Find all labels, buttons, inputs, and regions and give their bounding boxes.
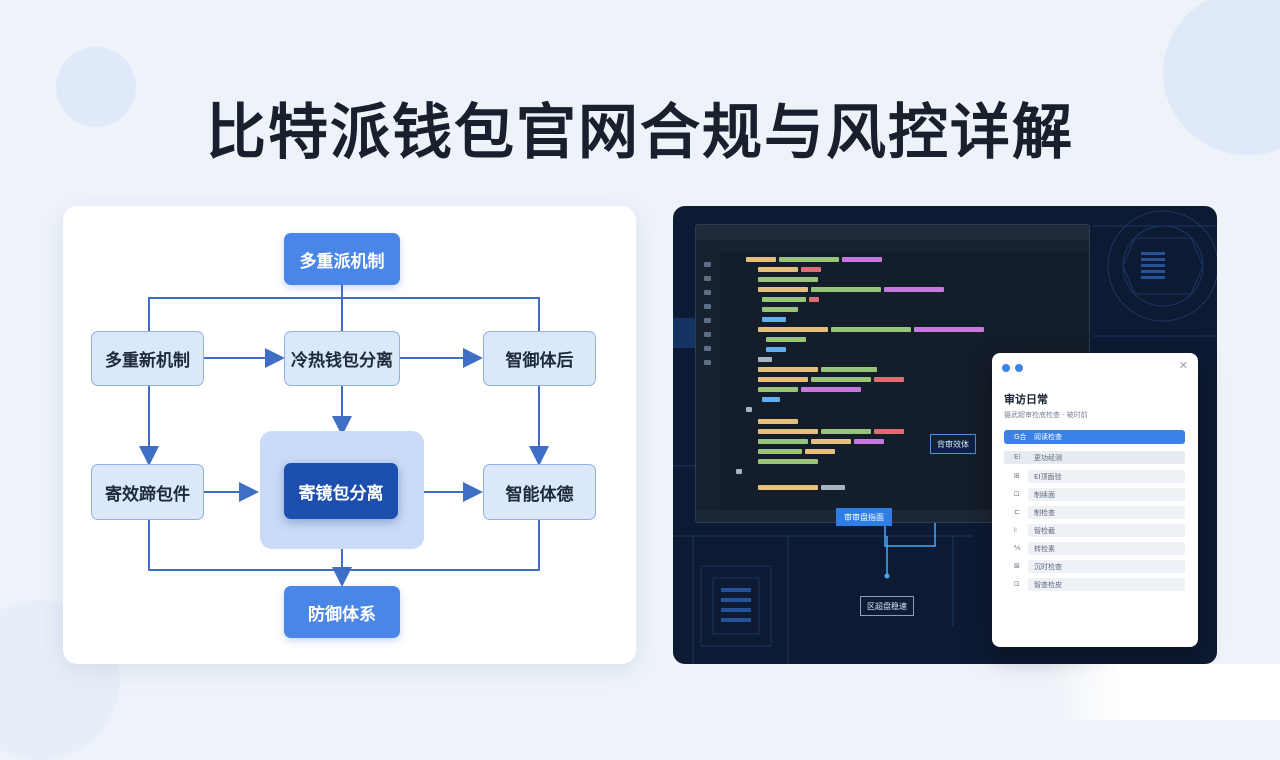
code-line xyxy=(766,337,809,342)
panel-item-icon: ⊡ xyxy=(1014,580,1020,588)
code-line xyxy=(758,429,907,434)
panel-item-label: EI顶面验 xyxy=(1034,473,1062,481)
panel-item-label: 智检截 xyxy=(1034,527,1055,535)
debug-icon xyxy=(704,304,711,309)
panel-item[interactable]: Ei 更功经测 xyxy=(1004,451,1185,464)
node-center-upper[interactable]: 冷热钱包分离 xyxy=(284,331,400,386)
terminal-icon xyxy=(704,346,711,351)
panel-item[interactable]: ⊧ 智检截 xyxy=(1004,524,1185,537)
panel-item-label: 更功经测 xyxy=(1034,454,1062,462)
code-editor-window xyxy=(695,224,1090,523)
code-line xyxy=(758,387,864,392)
flow-connectors xyxy=(139,285,549,587)
panel-item-icon: ⊧ xyxy=(1014,526,1018,534)
panel-item-label: 阅读检查 xyxy=(1034,433,1062,441)
panel-item[interactable]: ⊏ 制检查 xyxy=(1004,506,1185,519)
connector xyxy=(148,297,540,331)
code-line xyxy=(758,485,848,490)
corner-fade xyxy=(1050,664,1280,720)
code-line xyxy=(758,449,838,454)
panel-item-active[interactable]: G合 阅读检查 xyxy=(1004,430,1185,444)
decor-circle xyxy=(56,47,136,127)
code-line xyxy=(762,297,822,302)
panel-item-label: 沉时检查 xyxy=(1034,563,1062,571)
code-line xyxy=(766,347,789,352)
editor-statusbar xyxy=(696,510,1089,522)
code-line xyxy=(758,459,821,464)
code-line xyxy=(758,419,801,424)
panel-item-icon: G合 xyxy=(1014,433,1027,441)
panel-item-icon: ⅍ xyxy=(1014,544,1021,552)
branch-icon xyxy=(704,290,711,295)
code-line xyxy=(758,277,821,282)
code-line xyxy=(758,367,880,372)
page-title: 比特派钱包官网合规与风控详解 xyxy=(206,98,1074,168)
panel-item-label: 智查检皮 xyxy=(1034,581,1062,589)
callout-label: 区超盘稳速 xyxy=(860,596,914,616)
extension-icon xyxy=(704,318,711,323)
flow-diagram-card: 多重派机制 多重新机制 冷热钱包分离 智御体后 寄效蹄包件 寄镜包分离 智能体德… xyxy=(63,206,636,664)
user-icon xyxy=(704,360,711,365)
node-left-lower[interactable]: 寄效蹄包件 xyxy=(91,464,204,520)
file-icon xyxy=(704,262,711,267)
audit-panel: ✕ 审访日常 摄武超审检底检查 · 被时前 G合 阅读检查 Ei 更功经测 ⊞ … xyxy=(992,353,1198,647)
settings-icon xyxy=(704,332,711,337)
panel-subtitle: 摄武超审检底检查 · 被时前 xyxy=(1004,411,1088,419)
code-line xyxy=(762,397,783,402)
circuit-background xyxy=(673,210,1217,664)
code-line xyxy=(762,307,801,312)
window-dot-icon[interactable] xyxy=(1015,364,1023,372)
code-line xyxy=(758,357,775,362)
panel-item-label: 转检素 xyxy=(1034,545,1055,553)
panel-item[interactable]: ⊠ 沉时检查 xyxy=(1004,560,1185,573)
panel-item-icon: ⊠ xyxy=(1014,562,1020,570)
editor-titlebar xyxy=(696,225,1089,240)
callout-label: 背审效体 xyxy=(930,434,976,454)
panel-item[interactable]: ⊡ 智查检皮 xyxy=(1004,578,1185,591)
panel-item[interactable]: ⊞ EI顶面验 xyxy=(1004,470,1185,483)
code-line xyxy=(758,377,907,382)
node-left-upper[interactable]: 多重新机制 xyxy=(91,331,204,386)
node-top[interactable]: 多重派机制 xyxy=(284,233,400,285)
panel-item-icon: ⊞ xyxy=(1014,472,1020,480)
panel-item-icon: ⊏ xyxy=(1014,508,1020,516)
editor-sidebar xyxy=(696,252,720,522)
panel-item-icon: ⊡ xyxy=(1014,490,1020,498)
search-icon xyxy=(704,276,711,281)
window-dot-icon[interactable] xyxy=(1002,364,1010,372)
panel-item[interactable]: ⊡ 制续面 xyxy=(1004,488,1185,501)
node-right-lower[interactable]: 智能体德 xyxy=(483,464,596,520)
code-line xyxy=(758,327,987,332)
code-line xyxy=(762,317,789,322)
node-bottom[interactable]: 防御体系 xyxy=(284,586,400,638)
panel-item-label: 制检查 xyxy=(1034,509,1055,517)
code-line xyxy=(758,439,887,444)
panel-item-icon: Ei xyxy=(1014,453,1021,461)
panel-item[interactable]: ⅍ 转检素 xyxy=(1004,542,1185,555)
node-center[interactable]: 寄镜包分离 xyxy=(284,463,398,519)
editor-toolbar xyxy=(696,240,1089,252)
code-line xyxy=(746,257,885,262)
close-icon[interactable]: ✕ xyxy=(1178,359,1188,372)
code-line xyxy=(758,267,824,272)
code-line xyxy=(736,469,745,474)
callout-label[interactable]: 审审盘指面 xyxy=(836,508,892,526)
panel-item-label: 制续面 xyxy=(1034,491,1055,499)
code-line xyxy=(746,407,755,412)
node-right-upper[interactable]: 智御体后 xyxy=(483,331,596,386)
code-line xyxy=(758,287,947,292)
panel-title: 审访日常 xyxy=(1004,393,1048,406)
